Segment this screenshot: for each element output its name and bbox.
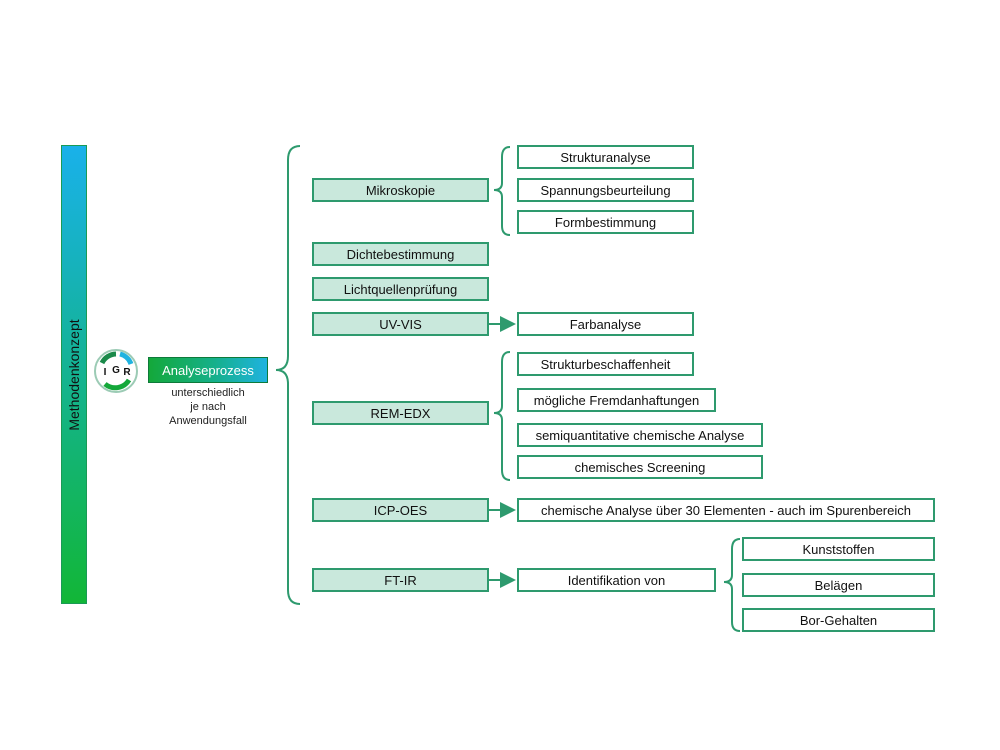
subdetail-belaegen: Belägen <box>742 573 935 597</box>
detail-fremdanhaftungen: mögliche Fremdanhaftungen <box>517 388 716 412</box>
ft-ir-brace <box>723 538 741 632</box>
detail-strukturbeschaffenheit: Strukturbeschaffenheit <box>517 352 694 376</box>
mikroskopie-brace <box>493 146 511 236</box>
method-mikroskopie: Mikroskopie <box>312 178 489 202</box>
method-uv-vis: UV-VIS <box>312 312 489 336</box>
method-dichtebestimmung: Dichtebestimmung <box>312 242 489 266</box>
methodenkonzept-label: Methodenkonzept <box>66 318 82 431</box>
detail-chemisches-screening: chemisches Screening <box>517 455 763 479</box>
note-line: Anwendungsfall <box>169 415 247 427</box>
analyseprozess-note: unterschiedlich je nach Anwendungsfall <box>150 386 266 428</box>
detail-formbestimmung: Formbestimmung <box>517 210 694 234</box>
method-rem-edx: REM-EDX <box>312 401 489 425</box>
rem-edx-brace <box>493 351 511 481</box>
analyseprozess-box: Analyseprozess <box>148 357 268 383</box>
detail-identifikation-von: Identifikation von <box>517 568 716 592</box>
logo-letter-r: R <box>123 367 131 378</box>
method-lichtquellenpruefung: Lichtquellenprüfung <box>312 277 489 301</box>
logo-letter-g: G <box>112 365 120 376</box>
detail-farbanalyse: Farbanalyse <box>517 312 694 336</box>
note-line: je nach <box>190 401 226 413</box>
method-icp-oes: ICP-OES <box>312 498 489 522</box>
methodenkonzept-bar: Methodenkonzept <box>61 145 87 604</box>
igr-logo-icon: I G R <box>94 349 138 393</box>
method-ft-ir: FT-IR <box>312 568 489 592</box>
subdetail-kunststoffen: Kunststoffen <box>742 537 935 561</box>
note-line: unterschiedlich <box>171 387 245 399</box>
detail-strukturanalyse: Strukturanalyse <box>517 145 694 169</box>
detail-spannungsbeurteilung: Spannungsbeurteilung <box>517 178 694 202</box>
main-brace <box>275 145 301 605</box>
logo-letter-i: I <box>104 367 107 378</box>
detail-semiquantitative-analyse: semiquantitative chemische Analyse <box>517 423 763 447</box>
detail-chemische-analyse-30-elemente: chemische Analyse über 30 Elementen - au… <box>517 498 935 522</box>
subdetail-bor-gehalten: Bor-Gehalten <box>742 608 935 632</box>
